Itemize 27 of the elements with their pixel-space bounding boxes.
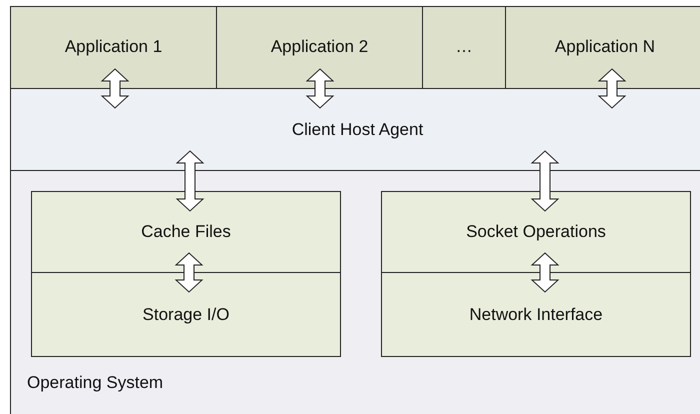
node-label: Socket Operations <box>465 222 607 242</box>
double-arrow <box>100 68 130 109</box>
module-box <box>381 272 691 357</box>
double-arrow <box>306 68 334 109</box>
node-label: Application 1 <box>64 37 164 57</box>
application-box <box>10 6 217 89</box>
module-box <box>31 191 341 273</box>
application-box <box>422 6 506 89</box>
node-label: … <box>454 37 474 57</box>
system-panel <box>10 170 700 414</box>
module-box <box>31 272 341 357</box>
node-label: Storage I/O <box>142 304 230 324</box>
module-box <box>381 191 691 273</box>
agent-band <box>10 88 700 171</box>
double-arrow <box>530 252 560 293</box>
double-arrow <box>598 68 626 109</box>
node-label: Operating System <box>27 373 164 393</box>
node-label: Network Interface <box>468 304 604 324</box>
node-label: Client Host Agent <box>290 120 424 140</box>
node-label: Application N <box>554 37 656 57</box>
double-arrow <box>176 150 204 212</box>
node-label: Cache Files <box>140 222 232 242</box>
double-arrow <box>530 150 560 212</box>
application-box <box>216 6 423 89</box>
node-label: Application 2 <box>270 37 370 57</box>
application-box <box>505 6 700 89</box>
double-arrow <box>174 252 204 293</box>
